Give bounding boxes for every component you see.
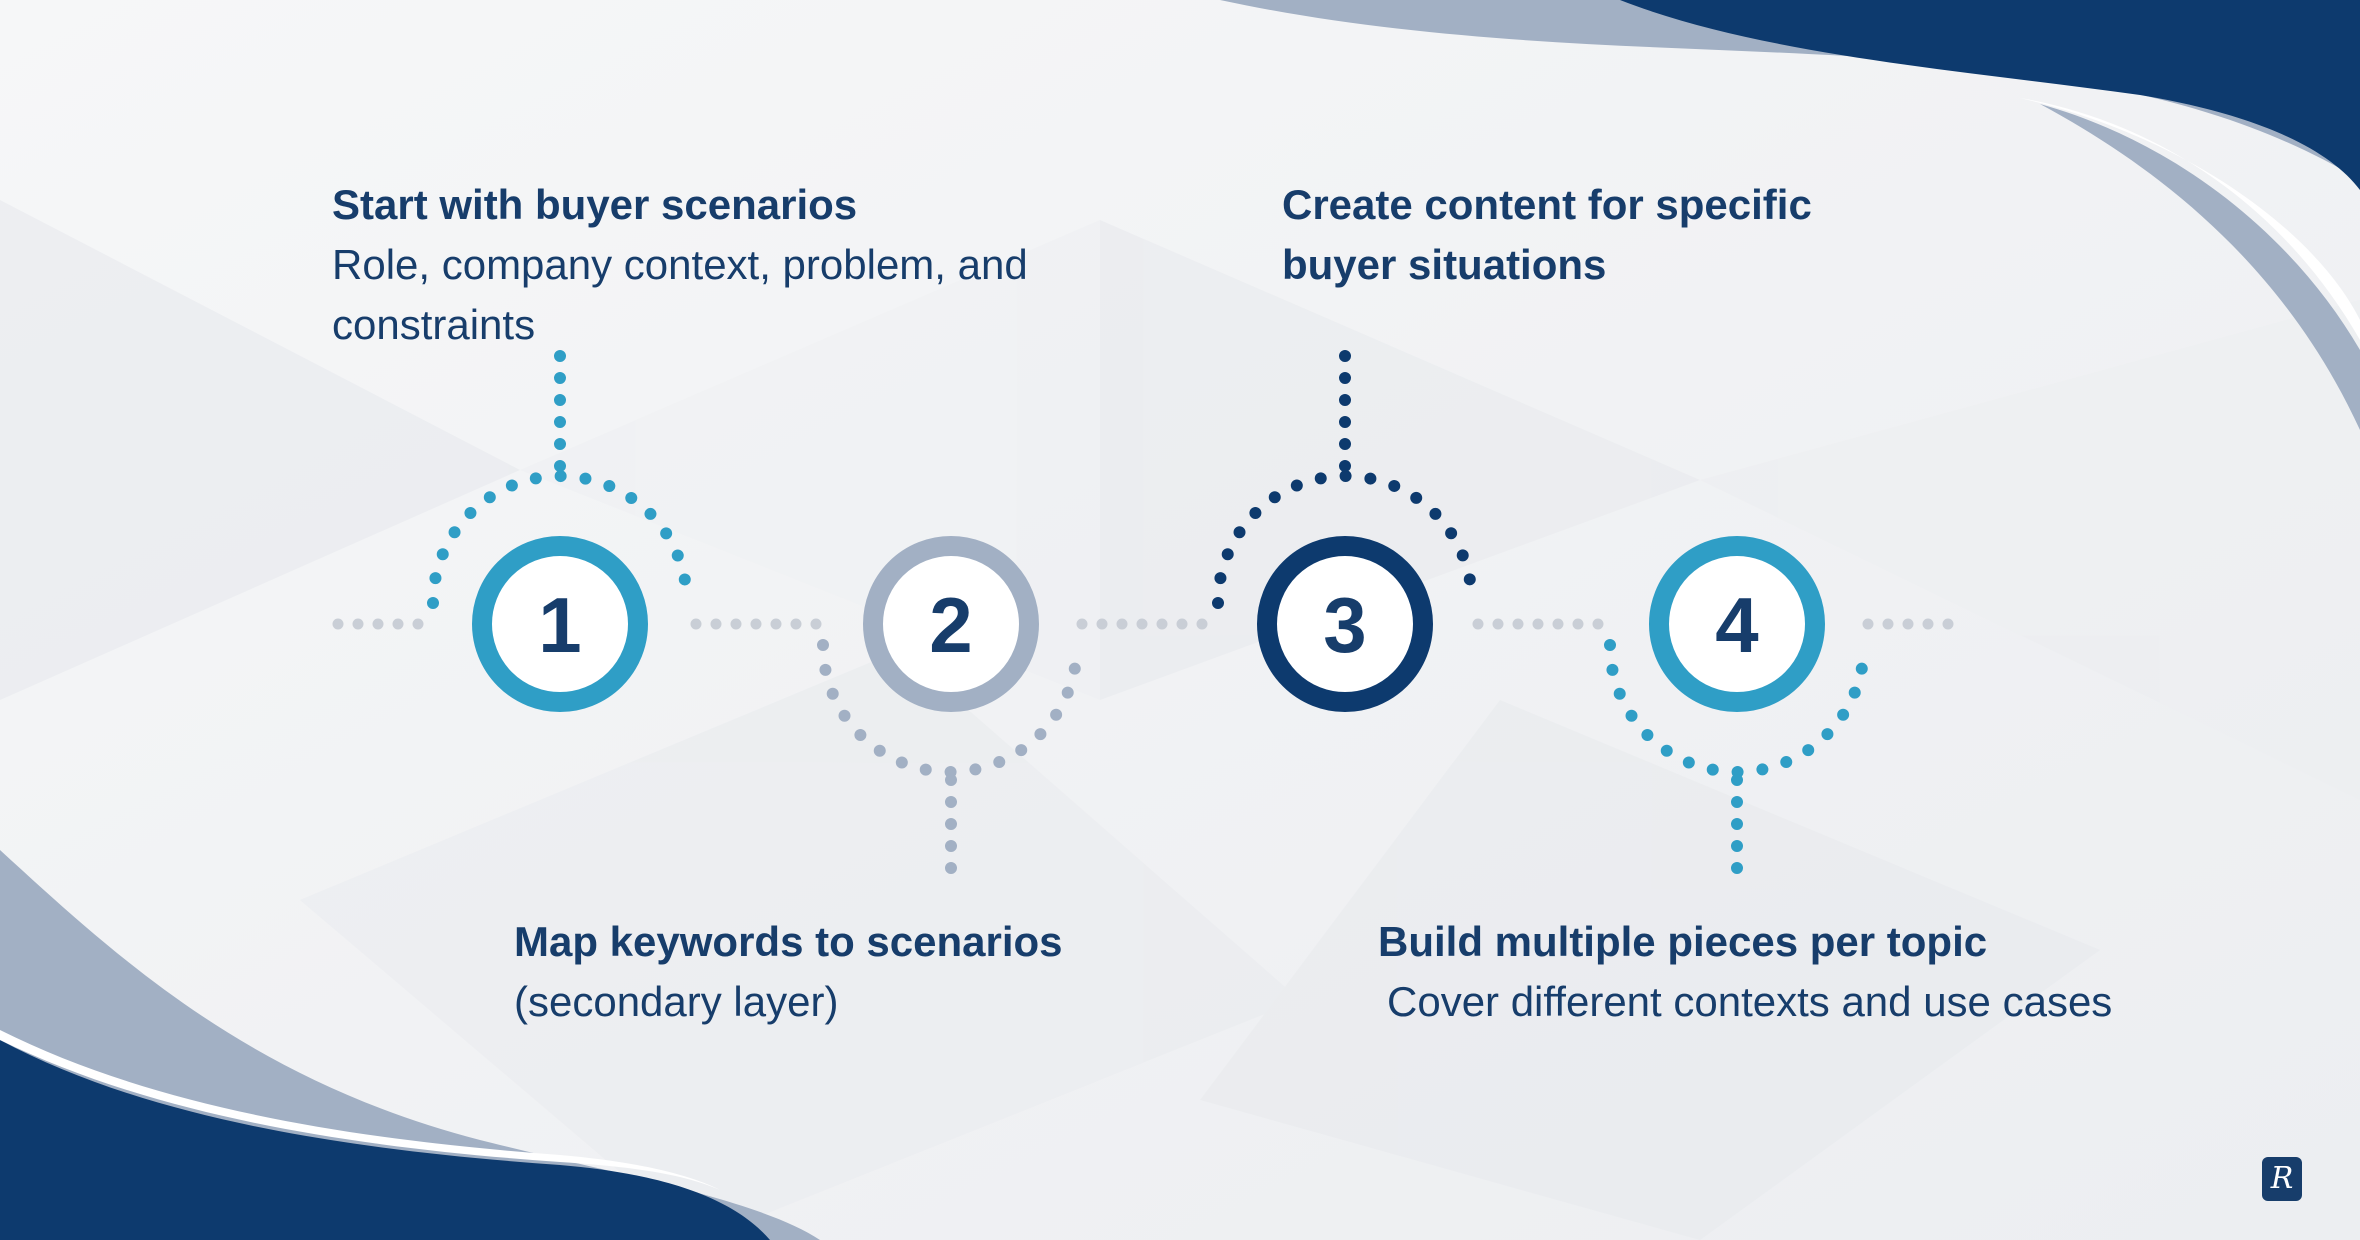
step-4-number: 4: [1715, 581, 1758, 669]
bottom-left-wave: [0, 850, 820, 1240]
step-1-text: Start with buyer scenarios Role, company…: [332, 175, 1152, 355]
step-3-marker: 3: [1212, 350, 1478, 712]
step-3-dotted-arc: [1212, 470, 1478, 609]
step-4-dotted-arc: [1604, 639, 1870, 778]
step-4-marker: 4: [1604, 536, 1870, 894]
step-3-title-line-2: buyer situations: [1282, 241, 1607, 288]
brand-logo-icon: R: [2262, 1157, 2302, 1201]
background-facets: [0, 200, 2360, 1240]
step-2-text: Map keywords to scenarios (secondary lay…: [514, 912, 1214, 1032]
step-3-text: Create content for specific buyer situat…: [1282, 175, 1982, 295]
step-1-marker: 1: [427, 350, 693, 712]
step-2-marker: 2: [817, 536, 1083, 894]
step-1-subtitle-line-1: Role, company context, problem, and: [332, 241, 1028, 288]
step-2-title: Map keywords to scenarios: [514, 918, 1063, 965]
step-3-title-line-1: Create content for specific: [1282, 181, 1812, 228]
step-2-number: 2: [929, 581, 972, 669]
step-1-number: 1: [538, 581, 581, 669]
step-1-ring: [472, 536, 648, 712]
step-1-dotted-arc: [427, 470, 693, 609]
step-4-ring: [1649, 536, 1825, 712]
top-right-wave: [1220, 0, 2360, 430]
step-3-number: 3: [1323, 581, 1366, 669]
step-2-ring: [863, 536, 1039, 712]
step-3-ring: [1257, 536, 1433, 712]
step-4-text: Build multiple pieces per topic Cover di…: [1378, 912, 2238, 1032]
step-1-title: Start with buyer scenarios: [332, 181, 858, 228]
step-4-title: Build multiple pieces per topic: [1378, 918, 1988, 965]
step-1-subtitle-line-2: constraints: [332, 301, 536, 348]
step-2-dotted-arc: [817, 639, 1083, 778]
step-2-subtitle: (secondary layer): [514, 978, 839, 1025]
step-4-subtitle: Cover different contexts and use cases: [1387, 978, 2113, 1025]
